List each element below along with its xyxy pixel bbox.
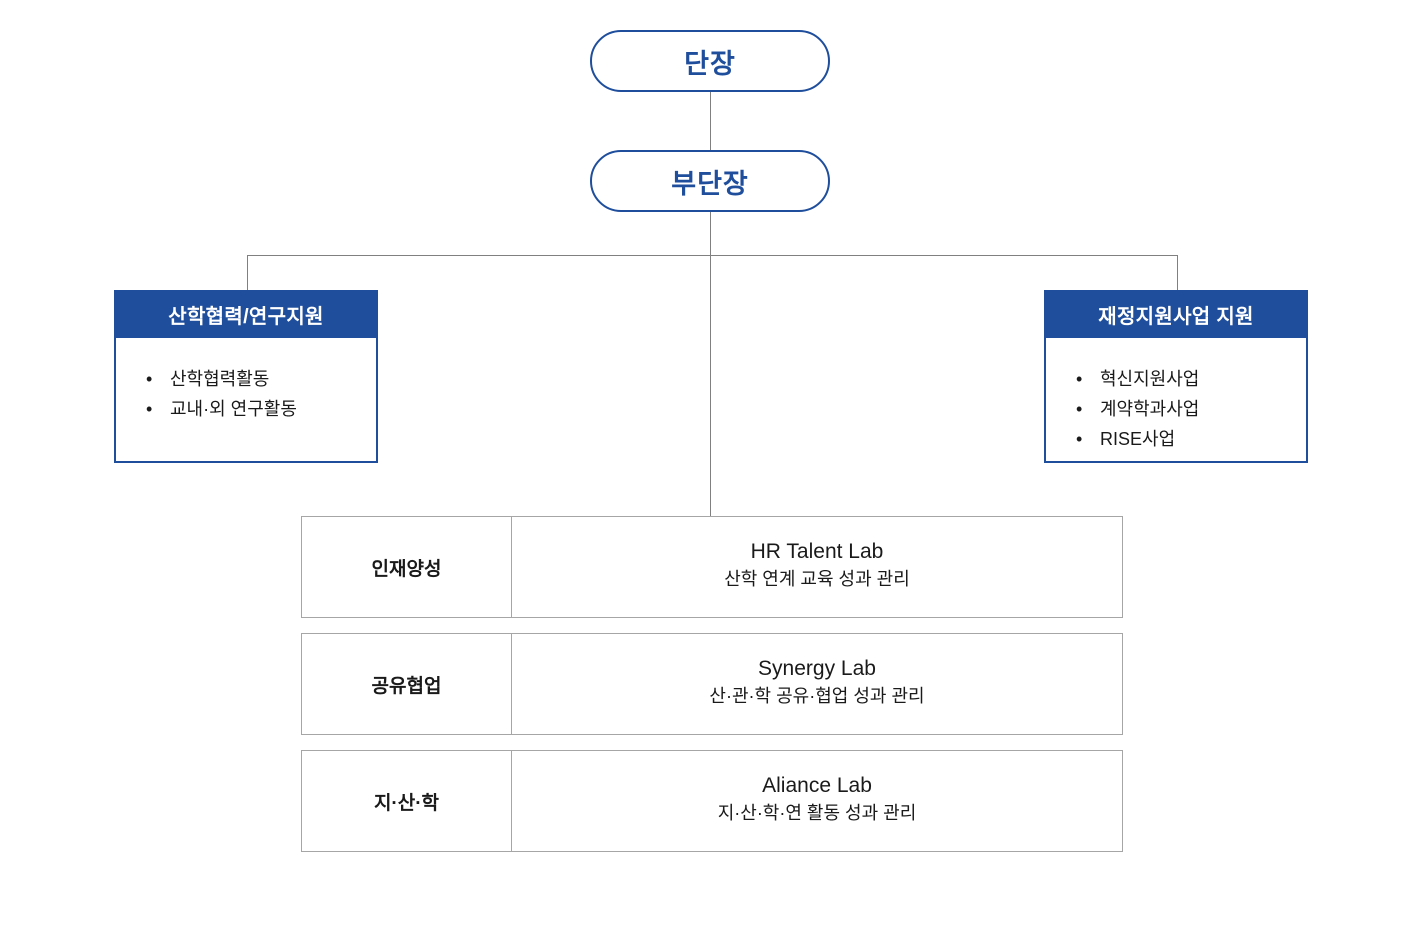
node-director[interactable]: 단장	[590, 30, 830, 92]
lab-details: Aliance Lab 지·산·학·연 활동 성과 관리	[512, 751, 1122, 851]
lab-description: 지·산·학·연 활동 성과 관리	[717, 802, 917, 823]
department-item-list: 혁신지원사업 계약학과사업 RISE사업	[1046, 364, 1306, 454]
node-director-label: 단장	[684, 48, 736, 79]
lab-category-label: 인재양성	[302, 517, 512, 617]
lab-name: Aliance Lab	[762, 773, 872, 797]
connector-branch-left	[247, 255, 248, 291]
lab-category-label: 공유협업	[302, 634, 512, 734]
list-item: 교내·외 연구활동	[142, 394, 376, 424]
department-body-industry-cooperation: 산학협력활동 교내·외 연구활동	[114, 338, 378, 463]
department-title: 산학협력/연구지원	[168, 305, 324, 328]
connector-director-to-deputy	[710, 92, 711, 150]
connector-branch-right	[1177, 255, 1178, 291]
department-panel-industry-cooperation[interactable]: 산학협력/연구지원 산학협력활동 교내·외 연구활동	[114, 290, 378, 463]
department-item-list: 산학협력활동 교내·외 연구활동	[116, 364, 376, 424]
list-item: 산학협력활동	[142, 364, 376, 394]
connector-branch-bar	[247, 255, 1178, 256]
lab-description: 산·관·학 공유·협업 성과 관리	[709, 685, 925, 706]
lab-category-label: 지·산·학	[302, 751, 512, 851]
lab-details: HR Talent Lab 산학 연계 교육 성과 관리	[512, 517, 1122, 617]
department-header-industry-cooperation: 산학협력/연구지원	[114, 290, 378, 338]
lab-row[interactable]: 공유협업 Synergy Lab 산·관·학 공유·협업 성과 관리	[301, 633, 1123, 735]
department-panel-financial-support[interactable]: 재정지원사업 지원 혁신지원사업 계약학과사업 RISE사업	[1044, 290, 1308, 463]
lab-description: 산학 연계 교육 성과 관리	[724, 568, 910, 589]
list-item: 혁신지원사업	[1072, 364, 1306, 394]
lab-row[interactable]: 인재양성 HR Talent Lab 산학 연계 교육 성과 관리	[301, 516, 1123, 618]
department-header-financial-support: 재정지원사업 지원	[1044, 290, 1308, 338]
list-item: 계약학과사업	[1072, 394, 1306, 424]
lab-details: Synergy Lab 산·관·학 공유·협업 성과 관리	[512, 634, 1122, 734]
department-body-financial-support: 혁신지원사업 계약학과사업 RISE사업	[1044, 338, 1308, 463]
lab-row[interactable]: 지·산·학 Aliance Lab 지·산·학·연 활동 성과 관리	[301, 750, 1123, 852]
department-title: 재정지원사업 지원	[1098, 305, 1254, 328]
connector-deputy-trunk	[710, 212, 711, 256]
lab-name: Synergy Lab	[758, 656, 876, 680]
node-deputy-director[interactable]: 부단장	[590, 150, 830, 212]
node-deputy-director-label: 부단장	[671, 168, 749, 199]
connector-center-to-labs	[710, 255, 711, 517]
list-item: RISE사업	[1072, 424, 1306, 454]
lab-name: HR Talent Lab	[750, 539, 884, 563]
